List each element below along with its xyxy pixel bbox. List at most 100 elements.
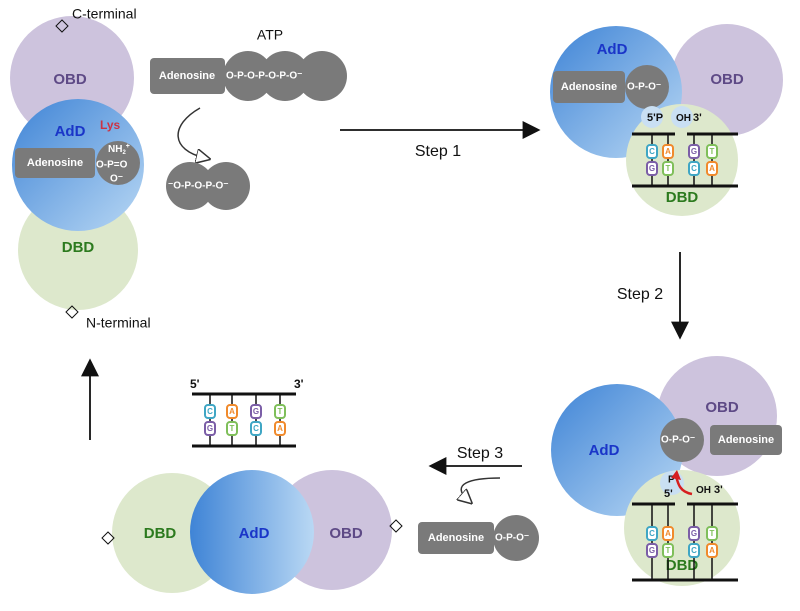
atp-molecule: ATP Adenosine O-P-O-P-O-P-O⁻ [150,27,347,101]
base-bottom [662,161,674,176]
adenosine-box-1 [15,148,95,178]
dbd-domain-2 [626,104,738,216]
amp-molecule: Adenosine O-P-O⁻ [418,515,539,561]
obd-label-2: OBD [710,71,744,88]
base-bottom [646,543,658,558]
amp-chain: O-P-O⁻ [495,533,529,544]
base-top [250,404,262,419]
adenosine-box-atp [150,58,225,94]
base-bottom [706,161,718,176]
base-top-letter: C [207,407,213,416]
dbd-label-1: DBD [62,239,95,256]
base-top-letter: G [691,147,697,156]
base-bottom-letter: A [277,424,283,433]
five-prime-2: 5'P [647,112,663,124]
base-bottom [688,161,700,176]
phosphate-alpha [223,51,273,101]
add-domain-4 [190,470,314,594]
dbd-label-4: DBD [144,525,177,542]
base-top-letter: G [691,529,697,538]
sealed-three-prime: 3' [294,377,304,391]
adenosine-label-3: Adenosine [718,434,774,446]
base-top-letter: T [710,529,715,538]
ppi-chain: ⁻O-P-O-P-O⁻ [168,181,229,192]
amp-release-arrow [461,477,501,500]
n-terminal-marker-4 [101,531,115,545]
lys-label: Lys [100,118,121,132]
sealed-five-prime: 5' [190,377,200,391]
ppi-phosphate-2 [202,162,250,210]
nick-3oh-2 [671,106,693,128]
base-bottom-letter: T [666,546,671,555]
base-bottom-letter: T [666,164,671,173]
ppi-molecule: ⁻O-P-O-P-O⁻ [166,162,250,210]
amp-chain-2: O-P-O⁻ [627,82,661,93]
phosphate-amp [493,515,539,561]
base-top [662,526,674,541]
p-label-3: P [668,475,675,486]
base-top [226,404,238,419]
c-terminal-label: C-terminal [72,6,137,22]
base-top [706,144,718,159]
step1-label: Step 1 [415,143,461,160]
base-bottom [274,421,286,436]
phosphate-gamma [297,51,347,101]
adenosine-label-2: Adenosine [561,81,617,93]
base-top [204,404,216,419]
phosphate-amp-3 [660,418,704,462]
adenosine-label-1: Adenosine [27,157,83,169]
step3-label: Step 3 [457,445,503,462]
base-bottom [662,543,674,558]
phos-line-3: O-P-O⁻ [661,435,695,446]
state-enzyme-released: OBD AdD DBD [101,470,403,594]
base-top [688,526,700,541]
five-prime-3: 5' [664,488,673,500]
base-top-letter: C [649,529,655,538]
c-terminal-marker-4 [389,519,403,533]
base-bottom [250,421,262,436]
obd-label-3: OBD [705,399,739,416]
nick-5p-2 [641,106,663,128]
base-bottom-letter: A [709,164,715,173]
add-label-1: AdD [55,123,86,140]
ppi-phosphate-1 [166,162,214,210]
base-top [646,144,658,159]
base-top [688,144,700,159]
base-bottom-letter: T [230,424,235,433]
base-top-letter: A [229,407,235,416]
dbd-label-3: DBD [666,557,699,574]
n-terminal-label: N-terminal [86,315,151,331]
atp-label: ATP [257,27,283,43]
n-terminal-marker [65,305,79,319]
add-label-4: AdD [239,525,270,542]
base-bottom [204,421,216,436]
ppi-release-arrow [177,107,205,158]
phosphate-lys-1 [96,141,140,185]
base-bottom [688,543,700,558]
obd-label-1: OBD [53,71,87,88]
base-bottom-letter: C [253,424,259,433]
atp-chain: O-P-O-P-O-P-O⁻ [226,71,302,82]
base-bottom-letter: G [207,424,213,433]
attack-arrow-head [671,470,681,480]
base-top [706,526,718,541]
base-bottom-letter: G [649,164,655,173]
adenosine-box-3 [710,425,782,455]
base-top-letter: A [665,529,671,538]
base-bottom-letter: A [709,546,715,555]
base-top-letter: A [665,147,671,156]
dbd-label-2: DBD [666,189,699,206]
adenosine-box-2 [553,71,625,103]
base-top [646,526,658,541]
obd-label-4: OBD [329,525,363,542]
base-bottom-letter: G [649,546,655,555]
base-top-letter: T [278,407,283,416]
